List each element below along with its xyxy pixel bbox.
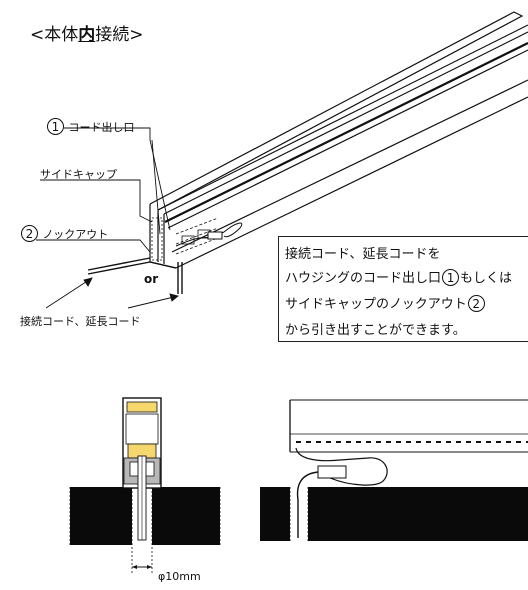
side-cap-label: サイドキャップ bbox=[40, 166, 117, 182]
callout-line-4: から引き出すことができます。 bbox=[285, 323, 466, 338]
number-2-circle: 2 bbox=[21, 225, 38, 242]
connector-cord bbox=[175, 222, 243, 247]
callout-line-3-a: サイドキャップのノックアウト bbox=[285, 297, 467, 312]
callout-number-2-circle: 2 bbox=[467, 295, 485, 312]
exit-cords bbox=[87, 257, 183, 294]
page-title: <本体内接続> bbox=[30, 20, 144, 45]
callout-number-1-circle: 1 bbox=[442, 269, 460, 286]
callout-line-2-b: もしくは bbox=[460, 271, 513, 286]
title-open: < bbox=[30, 25, 45, 45]
cords-label: 接続コード、延長コード bbox=[20, 315, 141, 328]
side-cap-text: サイドキャップ bbox=[40, 168, 117, 181]
side-section bbox=[260, 399, 528, 541]
knockout-label: 2 ノックアウト bbox=[20, 225, 108, 242]
title-close: > bbox=[129, 25, 144, 45]
hole-dimension-label: φ10mm bbox=[158, 570, 201, 583]
housing-perspective bbox=[149, 11, 528, 269]
title-emph: 内 bbox=[78, 25, 96, 45]
cord-outlet-text: コード出し口 bbox=[68, 121, 135, 134]
title-after: 接続 bbox=[95, 25, 130, 45]
callout-line-2-a: ハウジングのコード出し口 bbox=[285, 271, 442, 286]
cross-section bbox=[69, 397, 221, 575]
knockout-text: ノックアウト bbox=[42, 228, 109, 241]
cord-outlet-label: 1 コード出し口 bbox=[46, 118, 135, 135]
or-label: or bbox=[144, 272, 159, 286]
title-before: 本体 bbox=[44, 25, 79, 45]
callout-line-1: 接続コード、延長コードを bbox=[285, 247, 441, 262]
number-1-circle: 1 bbox=[47, 118, 64, 135]
leader-lines bbox=[36, 127, 179, 309]
